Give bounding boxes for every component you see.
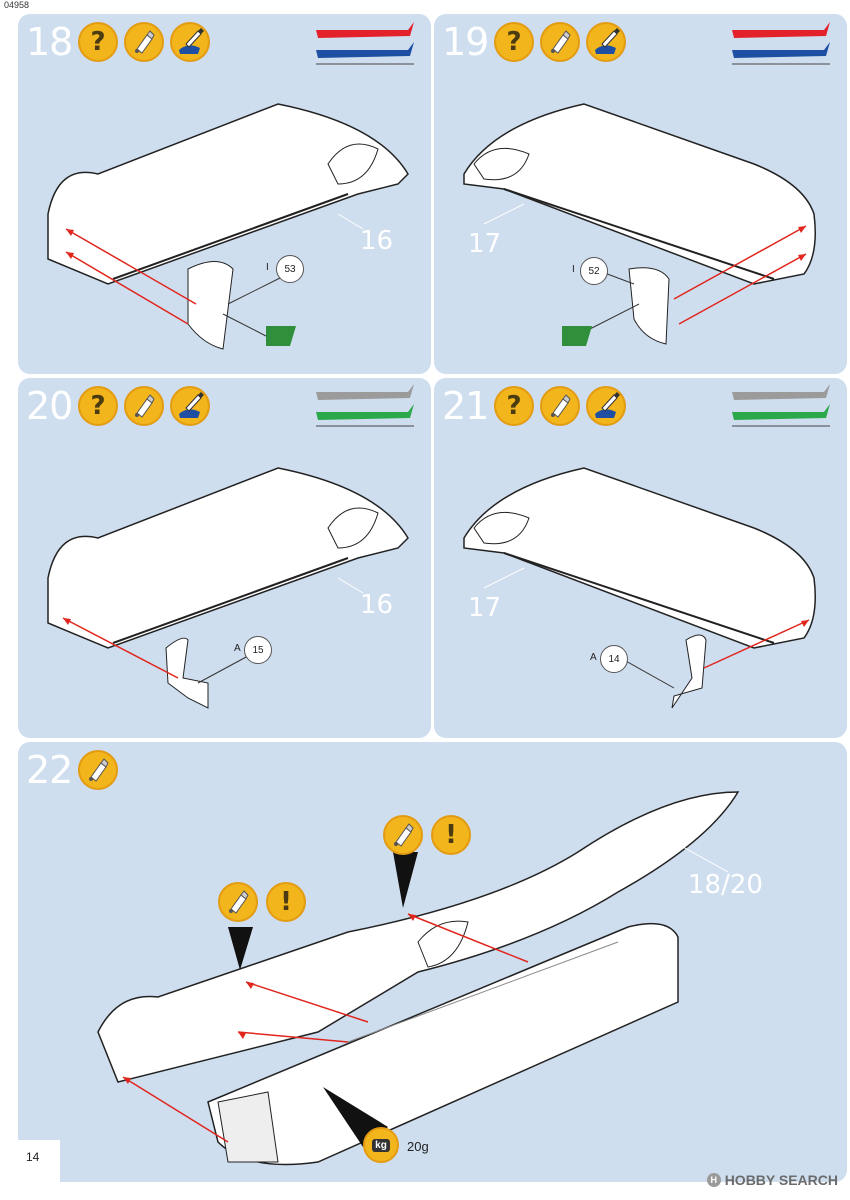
step-20-illustration <box>47 384 414 709</box>
glue-icon <box>540 386 580 426</box>
part-callout: 18/20 <box>688 870 763 900</box>
part-letter: I <box>266 262 269 273</box>
step-number: 21 <box>442 384 489 428</box>
step-18-illustration <box>47 22 414 350</box>
step-icons: ? <box>494 386 626 426</box>
weight-icon: kg <box>363 1127 399 1163</box>
paint-brush-icon <box>170 22 210 62</box>
step-22-panel: 22 ! ! kg 20g 1 <box>18 742 847 1182</box>
page-code: 04958 <box>4 0 30 10</box>
hobby-search-logo-icon: H <box>706 1173 721 1187</box>
step-number: 22 <box>26 748 73 792</box>
question-icon: ? <box>78 22 118 62</box>
weight-icon-label: kg <box>372 1138 390 1152</box>
glue-icon <box>383 815 423 855</box>
plane-grey-icon <box>316 384 414 427</box>
plane-green-icon <box>732 384 830 427</box>
glue-icon <box>78 750 118 790</box>
step-22-illustration <box>97 791 740 1166</box>
step-20-panel: 20 ? 16 A 15 <box>18 378 431 738</box>
paint-brush-icon <box>586 386 626 426</box>
paint-brush-icon <box>586 22 626 62</box>
glue-icon <box>124 22 164 62</box>
step-icons <box>78 750 118 790</box>
step-number: 19 <box>442 20 489 64</box>
step-18-panel: 18 ? 16 I 53 <box>18 14 431 374</box>
watermark: H HOBBY SEARCH <box>706 1172 838 1188</box>
part-number-badge: 14 <box>600 645 628 673</box>
step-21-illustration <box>463 384 830 709</box>
question-icon: ? <box>494 22 534 62</box>
warning-icon: ! <box>266 882 306 922</box>
question-icon: ? <box>78 386 118 426</box>
part-callout: 16 <box>360 590 394 620</box>
step-number: 20 <box>26 384 73 428</box>
warning-icon: ! <box>431 815 471 855</box>
part-callout: 16 <box>360 226 394 256</box>
page-number: 14 <box>26 1150 40 1164</box>
part-callout: 17 <box>468 593 502 623</box>
page-corner <box>0 1140 60 1200</box>
part-letter: I <box>572 264 575 275</box>
part-letter: A <box>590 652 597 663</box>
part-callout: 17 <box>468 229 502 259</box>
paint-brush-icon <box>170 386 210 426</box>
step-number: 18 <box>26 20 73 64</box>
glue-icon <box>218 882 258 922</box>
step-21-panel: 21 ? 17 A 14 <box>434 378 847 738</box>
plane-blue-icon <box>732 22 830 65</box>
step-19-illustration <box>463 22 830 346</box>
part-number-badge: 53 <box>276 255 304 283</box>
step-19-panel: 19 ? 17 I 52 <box>434 14 847 374</box>
weight-label: 20g <box>407 1139 429 1154</box>
part-number-badge: 15 <box>244 636 272 664</box>
part-letter: A <box>234 643 241 654</box>
part-number-badge: 52 <box>580 257 608 285</box>
glue-icon <box>124 386 164 426</box>
watermark-text: HOBBY SEARCH <box>724 1172 838 1188</box>
step-icons: ? <box>78 386 210 426</box>
step-icons: ? <box>494 22 626 62</box>
glue-icon <box>540 22 580 62</box>
step-icons: ? <box>78 22 210 62</box>
question-icon: ? <box>494 386 534 426</box>
plane-red-icon <box>316 22 414 65</box>
